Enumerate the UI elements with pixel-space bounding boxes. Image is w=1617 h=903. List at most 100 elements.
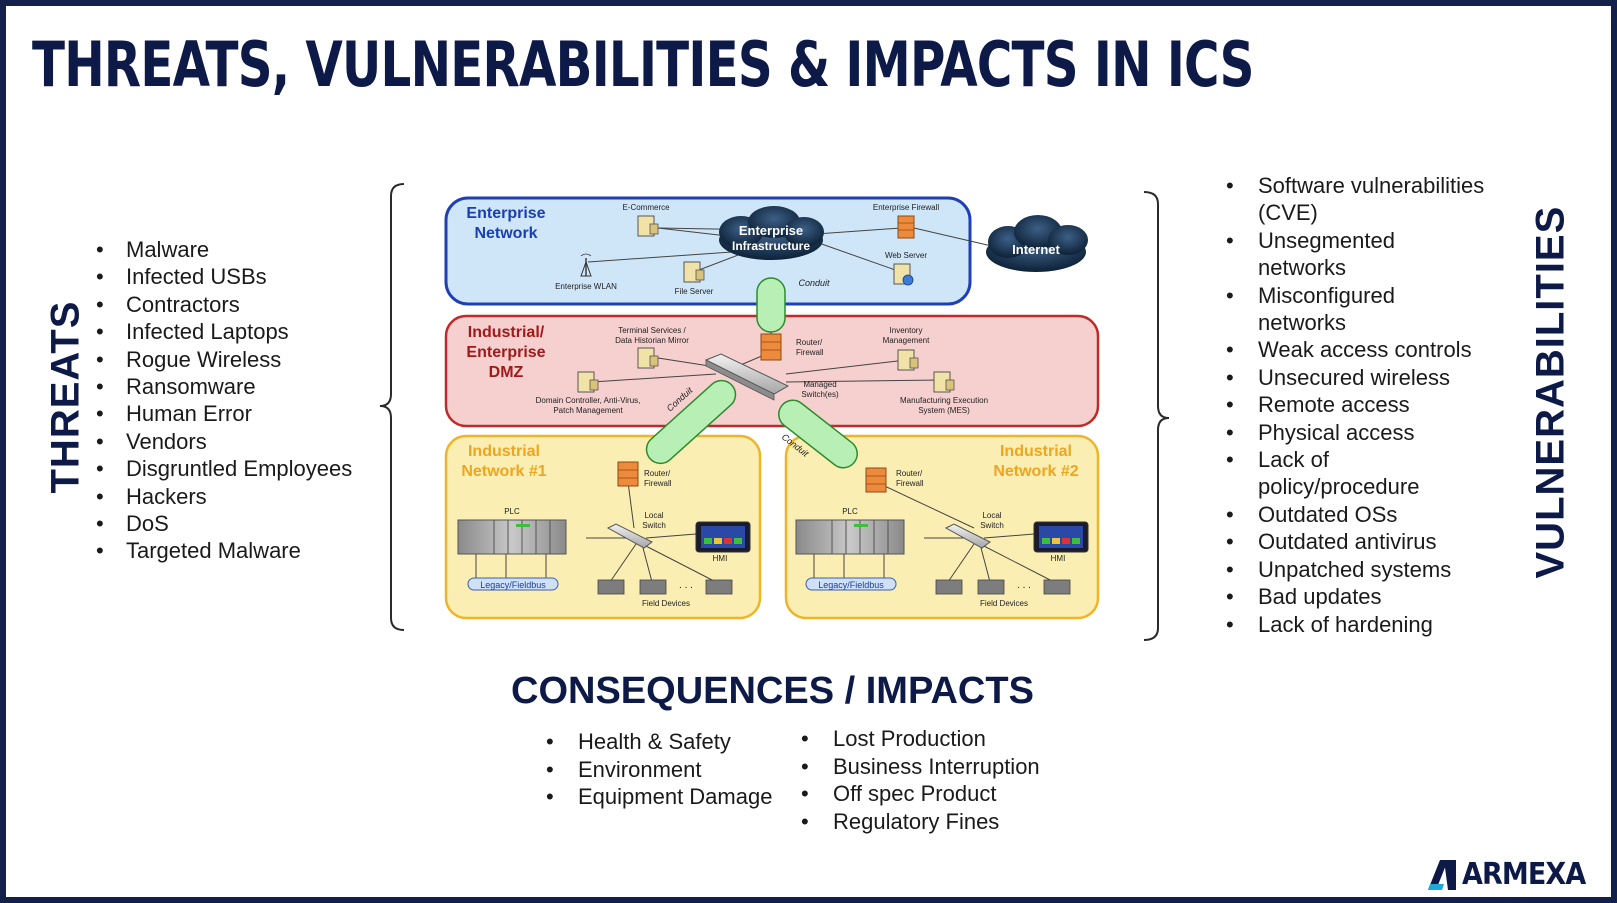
threat-item: DoS	[96, 510, 396, 538]
net2-plc-label: PLC	[842, 507, 858, 516]
infrastructure-label-2: Infrastructure	[732, 239, 810, 253]
vulnerability-item: Misconfigured networks	[1226, 282, 1486, 337]
vulnerability-item: Unpatched systems	[1226, 556, 1486, 584]
net1-router-label-2: Firewall	[644, 479, 672, 488]
consequences-right-list: Lost ProductionBusiness InterruptionOff …	[801, 725, 1081, 835]
net1-router-label-1: Router/	[644, 469, 671, 478]
net1-local-switch-icon	[606, 523, 653, 549]
enterprise-firewall-icon	[897, 215, 915, 239]
threat-item: Human Error	[96, 400, 396, 428]
threats-list: MalwareInfected USBsContractorsInfected …	[96, 236, 396, 565]
net2-zone-label-1: Industrial	[1000, 443, 1072, 460]
vulnerability-item: Outdated antivirus	[1226, 528, 1486, 556]
terminal-services-label-1: Terminal Services /	[618, 326, 686, 335]
net2-zone-label-2: Network #2	[993, 463, 1078, 480]
inventory-label-2: Management	[883, 336, 930, 345]
net2-local-switch-icon	[944, 523, 991, 549]
enterprise-firewall-label: Enterprise Firewall	[873, 203, 939, 212]
dmz-router-label-1: Router/	[796, 338, 823, 347]
dmz-zone-label-3: DMZ	[489, 364, 524, 381]
threat-item: Infected USBs	[96, 263, 396, 291]
left-brace	[379, 183, 405, 631]
consequence-item: Off spec Product	[801, 780, 1081, 808]
mes-label-2: System (MES)	[918, 406, 970, 415]
net1-legacy-label: Legacy/Fieldbus	[480, 580, 546, 590]
enterprise-zone-label-2: Network	[474, 225, 537, 242]
mes-server-icon	[933, 371, 955, 393]
net1-hmi-icon	[695, 521, 751, 553]
dmz-industrial-conduit-left	[645, 379, 737, 465]
net2-dots: . . .	[1017, 580, 1031, 591]
vulnerability-item: Weak access controls	[1226, 336, 1486, 364]
managed-switch-label-1: Managed	[803, 380, 836, 389]
dmz-industrial-conduit-right	[778, 399, 858, 469]
managed-switch-label-2: Switch(es)	[801, 390, 839, 399]
net1-legacy-fieldbus	[467, 577, 559, 591]
enterprise-infrastructure-cloud-icon	[719, 206, 824, 260]
internet-cloud-icon	[986, 215, 1088, 272]
web-server-label: Web Server	[885, 251, 927, 260]
armexa-logo-text: ARMEXA	[1462, 857, 1586, 892]
net2-legacy-fieldbus	[805, 577, 897, 591]
consequence-item: Environment	[546, 756, 806, 784]
net2-router-label-2: Firewall	[896, 479, 924, 488]
page-title: THREATS, VULNERABILITIES & IMPACTS IN IC…	[32, 28, 1254, 101]
terminal-server-icon	[637, 347, 659, 369]
ics-architecture-diagram: Enterprise Network E-Commerce Enterprise…	[444, 196, 1100, 620]
net1-plc-label: PLC	[504, 507, 520, 516]
net1-zone-label-1: Industrial	[468, 443, 540, 460]
threat-item: Targeted Malware	[96, 537, 396, 565]
mes-label-1: Manufacturing Execution	[900, 396, 988, 405]
threat-item: Rogue Wireless	[96, 346, 396, 374]
enterprise-zone-label-1: Enterprise	[466, 205, 545, 222]
threat-item: Vendors	[96, 428, 396, 456]
consequence-item: Health & Safety	[546, 728, 806, 756]
domain-controller-label-2: Patch Management	[553, 406, 623, 415]
threat-item: Ransomware	[96, 373, 396, 401]
internet-label: Internet	[1012, 242, 1060, 257]
net1-field-devices-label: Field Devices	[642, 599, 690, 608]
domain-controller-server-icon	[577, 371, 599, 393]
net1-router-firewall-icon	[617, 461, 639, 487]
dmz-zone-label-1: Industrial/	[468, 324, 545, 341]
vulnerability-item: Bad updates	[1226, 583, 1486, 611]
consequence-item: Equipment Damage	[546, 783, 806, 811]
net1-switch-label-1: Local	[644, 511, 663, 520]
web-server-icon	[893, 263, 914, 286]
net2-plc-icon	[795, 519, 905, 555]
net1-switch-label-2: Switch	[642, 521, 666, 530]
right-brace	[1143, 191, 1170, 641]
vulnerability-item: Software vulnerabilities (CVE)	[1226, 172, 1486, 227]
net1-dots: . . .	[679, 580, 693, 591]
vulnerability-item: Lack of hardening	[1226, 611, 1486, 639]
file-server-label: File Server	[675, 287, 714, 296]
net1-hmi-label: HMI	[713, 554, 728, 563]
infrastructure-label-1: Enterprise	[739, 223, 803, 238]
industrial-zone-1	[444, 434, 762, 620]
ecommerce-label: E-Commerce	[622, 203, 670, 212]
consequence-item: Business Interruption	[801, 753, 1081, 781]
enterprise-zone	[444, 196, 972, 306]
inventory-server-icon	[897, 349, 919, 371]
inventory-label-1: Inventory	[890, 326, 923, 335]
threat-item: Disgruntled Employees	[96, 455, 396, 483]
consequence-item: Regulatory Fines	[801, 808, 1081, 836]
threat-item: Hackers	[96, 483, 396, 511]
net1-plc-icon	[457, 519, 567, 555]
armexa-logo: ARMEXA	[1426, 856, 1602, 896]
net2-field-devices-icon	[935, 579, 1071, 595]
wlan-label: Enterprise WLAN	[555, 282, 617, 291]
threat-item: Contractors	[96, 291, 396, 319]
net2-hmi-icon	[1033, 521, 1089, 553]
vulnerability-item: Remote access	[1226, 391, 1486, 419]
armexa-logo-icon	[1428, 860, 1456, 890]
dmz-router-firewall-icon	[760, 333, 782, 361]
net1-links	[475, 481, 717, 586]
domain-controller-label-1: Domain Controller, Anti-Virus,	[536, 396, 641, 405]
net2-router-firewall-icon	[865, 467, 887, 493]
vulnerability-item: Outdated OSs	[1226, 501, 1486, 529]
net2-router-label-1: Router/	[896, 469, 923, 478]
threat-item: Malware	[96, 236, 396, 264]
wlan-antenna-icon	[580, 253, 592, 277]
vulnerability-item: Physical access	[1226, 419, 1486, 447]
